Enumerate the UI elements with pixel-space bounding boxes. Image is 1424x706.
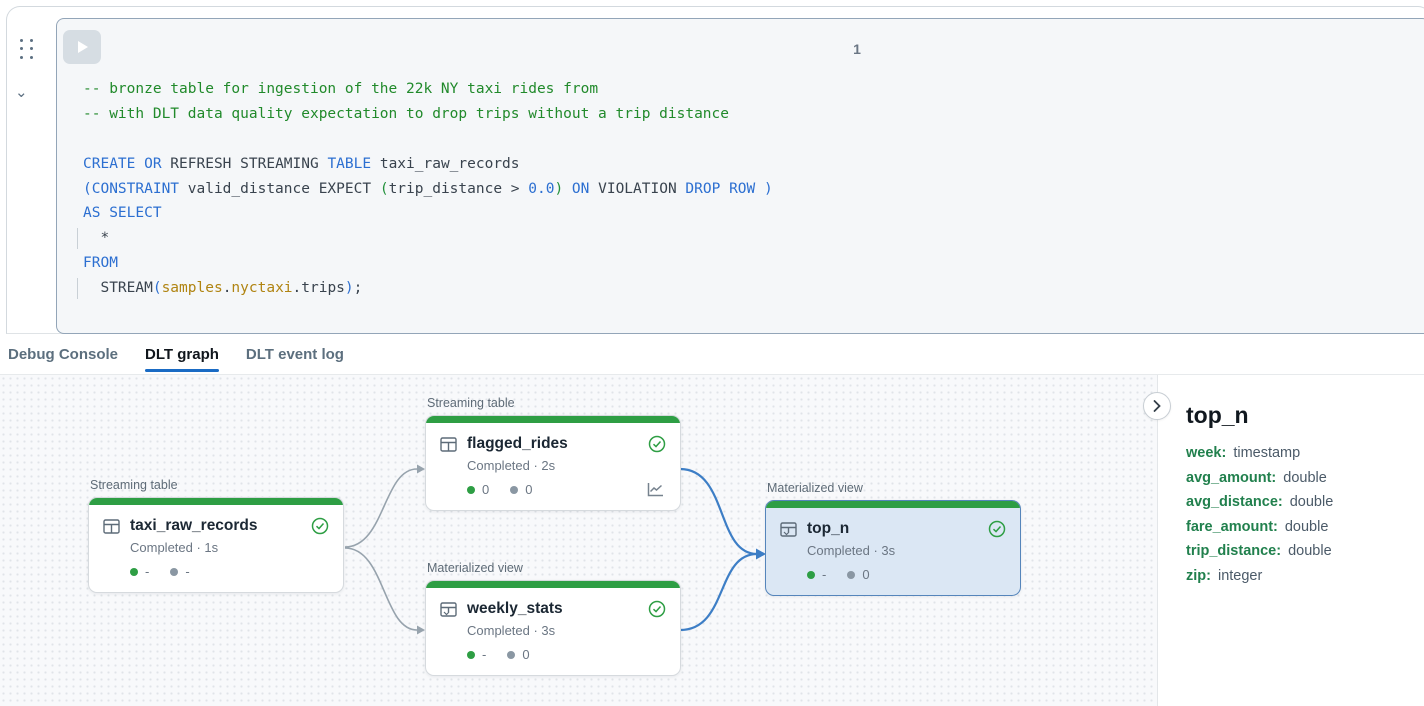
node-title: top_n (807, 520, 850, 537)
completed-check-icon (988, 520, 1006, 538)
node-type-label: Materialized view (427, 561, 523, 575)
node-type-label: Streaming table (90, 478, 178, 492)
metrics-chart-icon[interactable] (647, 482, 664, 497)
node-status-bar (426, 416, 680, 423)
dropped-dot-icon (510, 485, 519, 494)
node-status-bar (766, 501, 1020, 508)
completed-check-icon (648, 600, 666, 618)
node-metrics: - 0 (467, 647, 666, 662)
code-line: * (77, 226, 773, 251)
notebook-cell-container: ⌄ 1 -- bronze table for ingestion of the… (6, 6, 1424, 334)
results-tabbar: Debug Console DLT graph DLT event log (0, 334, 1424, 375)
node-title: taxi_raw_records (130, 517, 258, 534)
tab-dlt-event-log[interactable]: DLT event log (245, 345, 344, 363)
tab-debug-console[interactable]: Debug Console (8, 345, 119, 363)
graph-node-top_n[interactable]: Materialized view top_n (765, 481, 1021, 596)
streaming-table-icon (103, 518, 120, 534)
node-status-bar (89, 498, 343, 505)
node-metrics: 0 0 (467, 482, 666, 497)
sql-code-editor[interactable]: -- bronze table for ingestion of the 22k… (77, 77, 773, 301)
materialized-view-icon (440, 601, 457, 617)
code-line: -- bronze table for ingestion of the 22k… (83, 81, 599, 97)
chevron-right-icon (1153, 400, 1161, 412)
node-metrics: - - (130, 564, 329, 579)
schema-field-row: fare_amount:double (1186, 518, 1329, 535)
code-cell[interactable]: 1 -- bronze table for ingestion of the 2… (56, 18, 1424, 334)
drag-handle-icon[interactable] (17, 37, 35, 61)
run-cell-button[interactable] (63, 30, 101, 64)
schema-field-row: zip:integer (1186, 567, 1263, 584)
node-status-text: Completed · 2s (467, 458, 556, 473)
graph-node-flagged_rides[interactable]: Streaming table flagged_rides (425, 396, 681, 511)
dropped-dot-icon (507, 650, 516, 659)
schema-field-row: trip_distance:double (1186, 543, 1332, 560)
schema-field-list: week:timestamp avg_amount:double avg_dista… (1186, 441, 1424, 589)
panel-title: top_n (1186, 402, 1249, 428)
dropped-dot-icon (847, 570, 856, 579)
node-status-text: Completed · 3s (807, 543, 896, 558)
completed-check-icon (648, 435, 666, 453)
expectations-dot-icon (467, 485, 475, 494)
code-line: -- with DLT data quality expectation to … (83, 105, 730, 122)
dropped-dot-icon (170, 567, 179, 576)
node-status-text: Completed · 1s (130, 540, 219, 555)
cell-execution-count: 1 (853, 41, 861, 57)
node-metrics: - 0 (807, 567, 1006, 582)
node-title: flagged_rides (467, 435, 568, 452)
cell-collapse-chevron-icon[interactable]: ⌄ (15, 84, 28, 101)
panel-collapse-button[interactable] (1143, 392, 1171, 420)
code-line (83, 127, 773, 152)
node-title: weekly_stats (467, 600, 563, 617)
code-line: FROM (83, 255, 118, 272)
streaming-table-icon (440, 436, 457, 452)
schema-field-row: week:timestamp (1186, 445, 1301, 461)
completed-check-icon (311, 517, 329, 535)
expectations-dot-icon (807, 570, 815, 579)
graph-node-taxi_raw_records[interactable]: Streaming table taxi_raw_records (88, 478, 344, 593)
node-status-text: Completed · 3s (467, 623, 556, 638)
expectations-dot-icon (467, 650, 475, 659)
cell-gutter: ⌄ (11, 31, 55, 151)
code-line: AS SELECT (83, 205, 162, 222)
code-line: CREATE OR REFRESH STREAMING TABLE taxi_r… (83, 155, 520, 172)
node-type-label: Streaming table (427, 396, 515, 410)
tab-dlt-graph[interactable]: DLT graph (145, 334, 219, 374)
dlt-graph-canvas[interactable]: Streaming table taxi_raw_records (0, 375, 1157, 706)
code-line: (CONSTRAINT valid_distance EXPECT (trip_… (83, 180, 773, 197)
graph-edges (344, 464, 766, 635)
play-icon (77, 41, 88, 53)
expectations-dot-icon (130, 567, 138, 576)
graph-node-weekly_stats[interactable]: Materialized view weekly_stats (425, 561, 681, 676)
code-line: STREAM(samples.nyctaxi.trips); (77, 276, 773, 301)
node-type-label: Materialized view (767, 481, 863, 495)
schema-field-row: avg_amount:double (1186, 469, 1327, 486)
node-status-bar (426, 581, 680, 588)
materialized-view-icon (780, 521, 797, 537)
schema-field-row: avg_distance:double (1186, 494, 1334, 511)
